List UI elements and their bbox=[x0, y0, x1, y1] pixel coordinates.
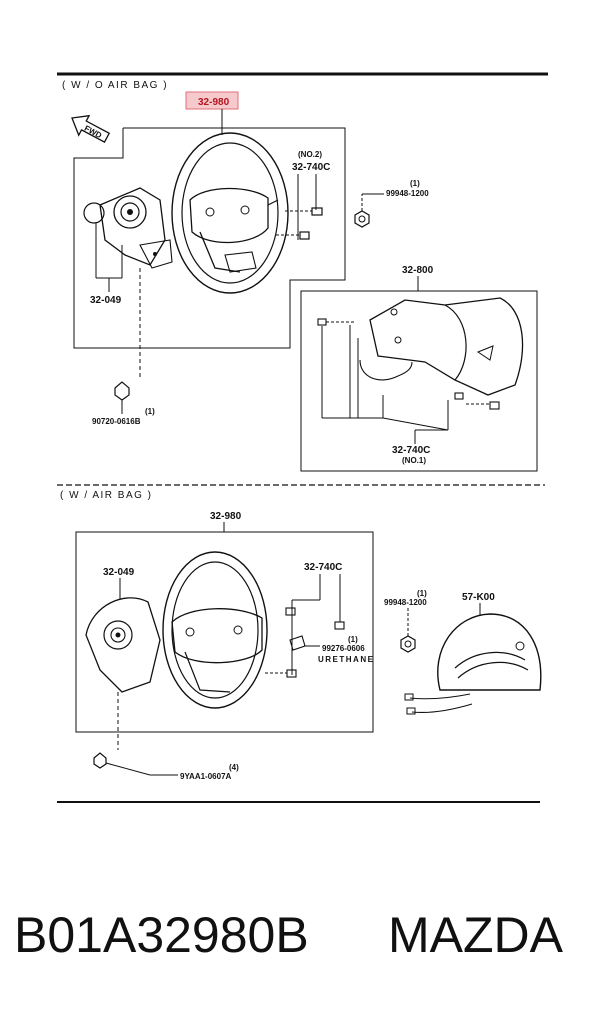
part-label-99948-1200-bottom[interactable]: 99948-1200 bbox=[384, 598, 427, 607]
top-frame-outline bbox=[73, 127, 346, 349]
part-label-9yaa1-0607a[interactable]: 9YAA1-0607A bbox=[180, 772, 232, 781]
part-label-32-740c-bottom[interactable]: 32-740C bbox=[304, 562, 342, 573]
part-label-32-740c-no1[interactable]: 32-740C bbox=[392, 445, 430, 456]
screw-icon bbox=[265, 607, 345, 678]
label-no2: (NO.2) bbox=[298, 150, 322, 159]
part-label-32-980-highlight[interactable]: 32-980 bbox=[198, 97, 230, 108]
steering-wheel-icon bbox=[162, 551, 268, 709]
qty-99948-bottom: (1) bbox=[417, 589, 427, 598]
qty-9yaa1: (4) bbox=[229, 763, 239, 772]
leader-lines bbox=[321, 325, 449, 444]
bolt-icon bbox=[114, 381, 130, 414]
boss-hub-icon bbox=[85, 597, 161, 693]
part-label-32-049-bottom[interactable]: 32-049 bbox=[103, 567, 135, 578]
part-label-99276-0606[interactable]: 99276-0606 bbox=[322, 644, 365, 653]
qty-90720: (1) bbox=[145, 407, 155, 416]
fwd-arrow-icon: FWD bbox=[71, 114, 111, 143]
airbag-module-icon bbox=[404, 613, 542, 715]
section-title-w-airbag: ( W / AIR BAG ) bbox=[60, 490, 153, 501]
part-label-32-980-bottom[interactable]: 32-980 bbox=[210, 511, 242, 522]
screw-icon bbox=[317, 318, 500, 410]
nut-icon bbox=[354, 210, 370, 228]
part-label-32-800[interactable]: 32-800 bbox=[402, 265, 434, 276]
label-urethane: URETHANE bbox=[318, 655, 374, 664]
part-label-32-049-top[interactable]: 32-049 bbox=[90, 295, 122, 306]
part-label-57-k00[interactable]: 57-K00 bbox=[462, 592, 495, 603]
label-no1: (NO.1) bbox=[402, 456, 426, 465]
horn-pad-icon bbox=[359, 297, 524, 396]
caption: B01A32980B MAZDA bbox=[0, 900, 600, 970]
screw-icon bbox=[276, 207, 323, 240]
bottom-frame-outline bbox=[75, 531, 374, 733]
part-label-90720-0616b[interactable]: 90720-0616B bbox=[92, 417, 141, 426]
steering-wheel-icon bbox=[171, 132, 289, 294]
bolt-icon bbox=[93, 752, 107, 769]
caption-brand: MAZDA bbox=[388, 907, 563, 963]
caption-part-number: B01A32980B bbox=[14, 907, 309, 963]
boss-hub-icon bbox=[83, 187, 173, 269]
part-label-32-740c-no2[interactable]: 32-740C bbox=[292, 162, 330, 173]
nut-icon bbox=[400, 635, 416, 653]
qty-99948-top: (1) bbox=[410, 179, 420, 188]
part-label-99948-1200-top[interactable]: 99948-1200 bbox=[386, 189, 429, 198]
horn-pad-frame bbox=[300, 290, 538, 472]
qty-99276: (1) bbox=[348, 635, 358, 644]
section-title-wo-airbag: ( W / O AIR BAG ) bbox=[62, 80, 168, 91]
highlight-part-box[interactable] bbox=[185, 91, 239, 110]
